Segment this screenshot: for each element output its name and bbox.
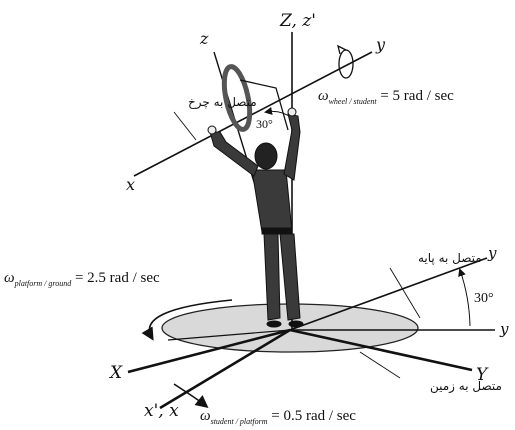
- label-x-upper: x: [126, 175, 135, 194]
- label-Z-zprime: Z, z': [279, 11, 316, 31]
- equation-student: ωstudent / platform = 0.5 rad / sec: [200, 408, 356, 426]
- student-rotation-arc: [173, 383, 209, 408]
- pointer-wheel: [173, 111, 197, 141]
- axis-y-tilted: [289, 257, 488, 331]
- pointer-base: [389, 267, 421, 319]
- label-Y: Y: [476, 365, 489, 385]
- axis-x-prime: [159, 328, 291, 410]
- label-xprime-x: x', x: [144, 401, 179, 421]
- platform-rotation-arc: [141, 299, 233, 341]
- axis-X: [127, 328, 291, 374]
- label-wheel-attached: متصل به چرخ: [188, 95, 257, 110]
- equation-platform: ωplatform / ground = 2.5 rad / sec: [4, 270, 160, 288]
- label-X: X: [108, 363, 123, 383]
- label-base-attached: متصل به پایه: [418, 251, 482, 265]
- label-y-top: y: [375, 35, 386, 54]
- angle-label-upper: 30°: [256, 117, 273, 131]
- label-y-right: y: [499, 320, 509, 338]
- axis-Y: [289, 328, 473, 372]
- angle-arc-lower: [458, 268, 471, 327]
- angle-label-lower: 30°: [474, 291, 494, 306]
- pointer-ground: [359, 351, 401, 379]
- label-z: z: [199, 29, 209, 48]
- axis-x-to-y: [133, 51, 373, 177]
- wheel-frame: [239, 79, 289, 131]
- equation-wheel: ωwheel / student = 5 rad / sec: [318, 88, 454, 106]
- label-ground-attached: متصل به زمین: [430, 379, 502, 394]
- spin-indicator-arrow: [337, 44, 347, 55]
- wheel: [221, 64, 253, 132]
- label-y-lower: y: [487, 244, 497, 262]
- student-figure: [207, 107, 304, 328]
- axis-extra-left: [167, 329, 291, 341]
- spin-indicator: [338, 49, 354, 79]
